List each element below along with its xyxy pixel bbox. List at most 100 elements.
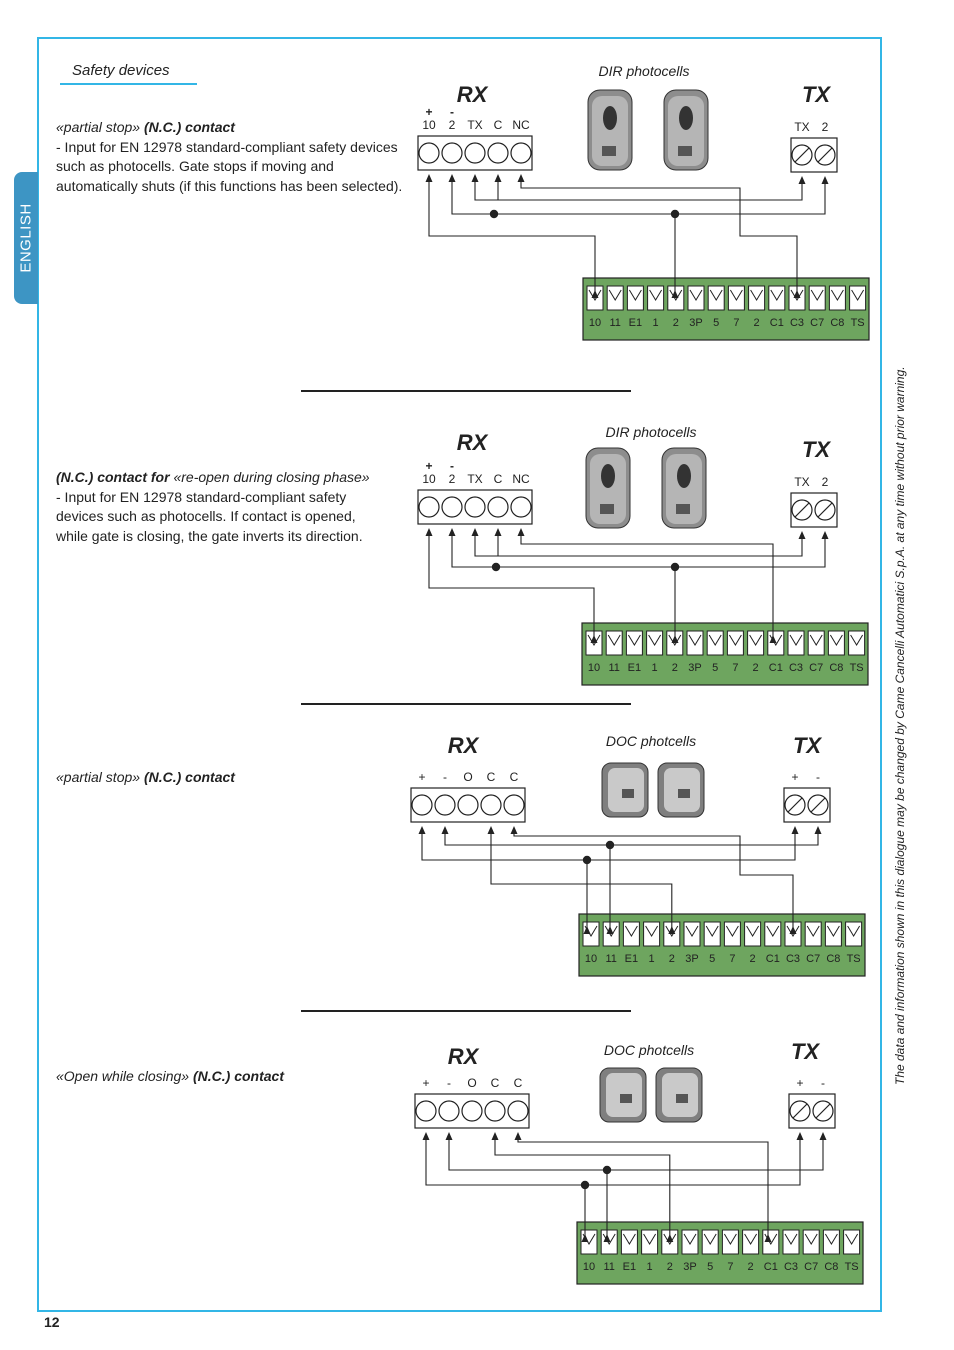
photocell-badge-icon bbox=[676, 504, 690, 514]
terminal-label: 10 bbox=[589, 317, 601, 329]
arrow-icon bbox=[422, 1132, 430, 1140]
board-terminal-icon bbox=[782, 1229, 800, 1255]
terminal-label: + bbox=[418, 770, 425, 784]
terminal-label: + bbox=[422, 1076, 429, 1090]
terminal-clamp-icon bbox=[770, 289, 784, 301]
terminal-clamp-icon bbox=[669, 289, 683, 301]
terminal-label: C1 bbox=[764, 1261, 778, 1273]
terminal-clamp-icon bbox=[809, 634, 823, 646]
terminal-label: TX bbox=[794, 120, 809, 134]
board-terminal-icon bbox=[787, 630, 805, 656]
board-terminal-icon bbox=[721, 1229, 739, 1255]
terminal-clamp-icon bbox=[689, 289, 703, 301]
terminal-label: 10 bbox=[585, 953, 597, 965]
terminal-clamp-icon bbox=[750, 289, 764, 301]
terminal-clamp-icon bbox=[851, 289, 865, 301]
board-terminal-icon bbox=[626, 285, 644, 311]
terminal-clamp-icon bbox=[824, 1233, 838, 1245]
photocell-badge-icon bbox=[602, 146, 616, 156]
arrow-icon bbox=[494, 174, 502, 182]
wire bbox=[428, 530, 595, 643]
terminal-label: C7 bbox=[809, 662, 823, 674]
terminal-label: C1 bbox=[766, 953, 780, 965]
terminal-label: O bbox=[463, 770, 472, 784]
arrow-icon bbox=[668, 926, 676, 934]
page-frame bbox=[37, 37, 882, 1312]
section-3-text: «partial stop» (N.C.) contact bbox=[56, 769, 235, 785]
terminal-label: 10 bbox=[422, 472, 436, 486]
terminal-clamp-icon bbox=[749, 634, 763, 646]
photocells-label: DIR photocells bbox=[605, 424, 696, 440]
board-terminal-icon bbox=[822, 1229, 840, 1255]
terminal-label: 7 bbox=[729, 953, 735, 965]
arrow-icon bbox=[491, 1132, 499, 1140]
wire bbox=[490, 828, 673, 934]
terminal-label: 2 bbox=[669, 953, 675, 965]
terminal-clamp-icon bbox=[624, 925, 638, 937]
rx-label: RX bbox=[448, 733, 480, 758]
board-terminal-icon bbox=[606, 285, 624, 311]
terminal-label: 2 bbox=[672, 662, 678, 674]
wire bbox=[520, 530, 774, 643]
section-2-text: (N.C.) contact for «re-open during closi… bbox=[56, 469, 370, 544]
photocells-label: DOC photcells bbox=[604, 1042, 694, 1058]
terminal-label: 5 bbox=[707, 1261, 713, 1273]
terminal-label: C7 bbox=[804, 1261, 818, 1273]
board-terminal-icon bbox=[625, 630, 643, 656]
terminal-clamp-icon bbox=[668, 634, 682, 646]
terminal-label: C bbox=[491, 1076, 500, 1090]
screw-slot-icon bbox=[815, 1103, 831, 1119]
terminal-label: C bbox=[487, 770, 496, 784]
board-terminal-icon bbox=[726, 630, 744, 656]
terminal-clamp-icon bbox=[703, 1233, 717, 1245]
terminal-clamp-icon bbox=[728, 634, 742, 646]
terminal-label: NC bbox=[512, 118, 530, 132]
junction-dot bbox=[582, 855, 592, 865]
heading-underline bbox=[60, 83, 197, 85]
terminal-label: C3 bbox=[786, 953, 800, 965]
terminal-label: E1 bbox=[625, 953, 638, 965]
arrow-icon bbox=[418, 826, 426, 834]
junction-dot bbox=[491, 562, 501, 572]
arrow-icon bbox=[796, 1132, 804, 1140]
terminal-clamp-icon bbox=[725, 925, 739, 937]
arrow-icon bbox=[471, 528, 479, 536]
terminal-clamp-icon bbox=[709, 289, 723, 301]
junction-dot bbox=[605, 840, 615, 850]
arrow-icon bbox=[671, 290, 679, 298]
board-terminal-icon bbox=[764, 921, 782, 947]
wire bbox=[474, 530, 803, 557]
arrow-icon bbox=[798, 176, 806, 184]
arrow-icon bbox=[814, 826, 822, 834]
terminal-label: C7 bbox=[810, 317, 824, 329]
junction-dot bbox=[602, 1165, 612, 1175]
wire bbox=[425, 1134, 801, 1186]
arrow-icon bbox=[769, 635, 777, 643]
screw-terminal-icon bbox=[415, 1100, 437, 1122]
photocell-lens-icon bbox=[603, 106, 617, 130]
section-1-text: «partial stop» (N.C.) contact - Input fo… bbox=[56, 119, 403, 194]
terminal-label: 2 bbox=[667, 1261, 673, 1273]
board-terminal-icon bbox=[605, 630, 623, 656]
arrow-icon bbox=[494, 528, 502, 536]
screw-slot-icon bbox=[817, 502, 833, 518]
screw-terminal-icon bbox=[457, 794, 479, 816]
terminal-clamp-icon bbox=[806, 925, 820, 937]
board-terminal-icon bbox=[742, 1229, 760, 1255]
arrow-icon bbox=[487, 826, 495, 834]
terminal-clamp-icon bbox=[587, 634, 601, 646]
terminal-label: 2 bbox=[449, 472, 456, 486]
arrow-icon bbox=[793, 290, 801, 298]
junction-dot bbox=[670, 562, 680, 572]
terminal-clamp-icon bbox=[826, 925, 840, 937]
arrow-icon bbox=[798, 531, 806, 539]
polarity-label: - bbox=[450, 459, 454, 473]
separator-2 bbox=[301, 703, 631, 705]
board-terminal-icon bbox=[683, 921, 701, 947]
terminal-label: C3 bbox=[790, 317, 804, 329]
terminal-label: C bbox=[494, 118, 503, 132]
rx-label: RX bbox=[457, 430, 489, 455]
board-terminal-icon bbox=[802, 1229, 820, 1255]
terminal-clamp-icon bbox=[663, 1233, 677, 1245]
